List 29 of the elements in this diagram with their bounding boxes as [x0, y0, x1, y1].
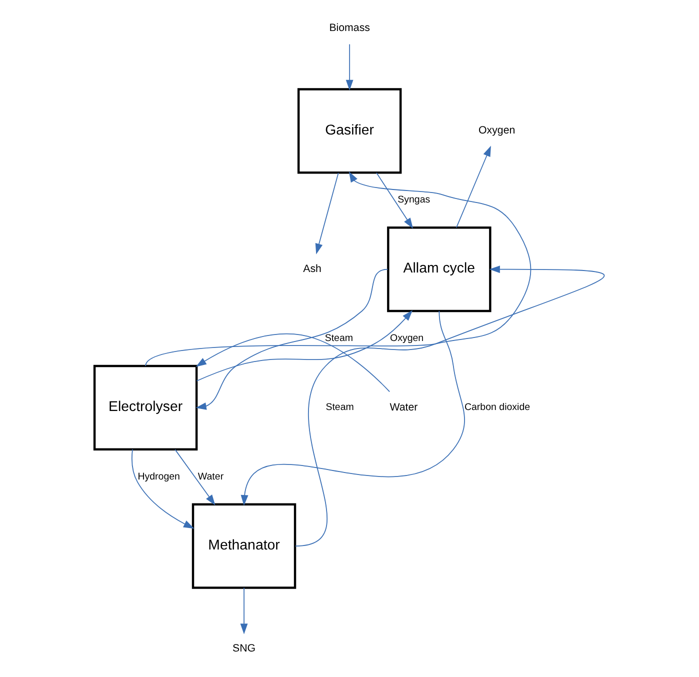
- edge-label: Carbon dioxide: [464, 402, 530, 414]
- node-text: Oxygen: [478, 124, 516, 137]
- arrow: [346, 44, 354, 90]
- node-text: Ash: [303, 263, 322, 276]
- arrow: [240, 587, 248, 634]
- arrow: [315, 172, 339, 254]
- edge-label: Oxygen: [390, 332, 424, 344]
- arrow: [196, 333, 390, 392]
- edge-label: Steam: [326, 402, 354, 414]
- arrow: [174, 449, 216, 506]
- node-text: Biomass: [329, 22, 370, 34]
- node-box: Gasifier: [297, 88, 402, 174]
- edge-label: Steam: [324, 332, 354, 344]
- node-box: Electrolyser: [93, 364, 198, 450]
- node-text: SNG: [232, 642, 256, 655]
- arrow: [145, 171, 532, 366]
- edge-label: Water: [198, 471, 224, 482]
- arrow: [132, 448, 194, 529]
- edge-label: Hydrogen: [138, 471, 180, 482]
- node-text: Water: [390, 401, 418, 414]
- arrow: [196, 310, 413, 382]
- arrow: [376, 172, 414, 229]
- node-box: Methanator: [192, 503, 296, 589]
- edge-label: Syngas: [398, 194, 430, 206]
- node-box: Allam cycle: [387, 226, 492, 312]
- arrow: [295, 266, 605, 547]
- arrow: [456, 146, 491, 228]
- arrow: [196, 268, 388, 410]
- arrow: [240, 310, 465, 506]
